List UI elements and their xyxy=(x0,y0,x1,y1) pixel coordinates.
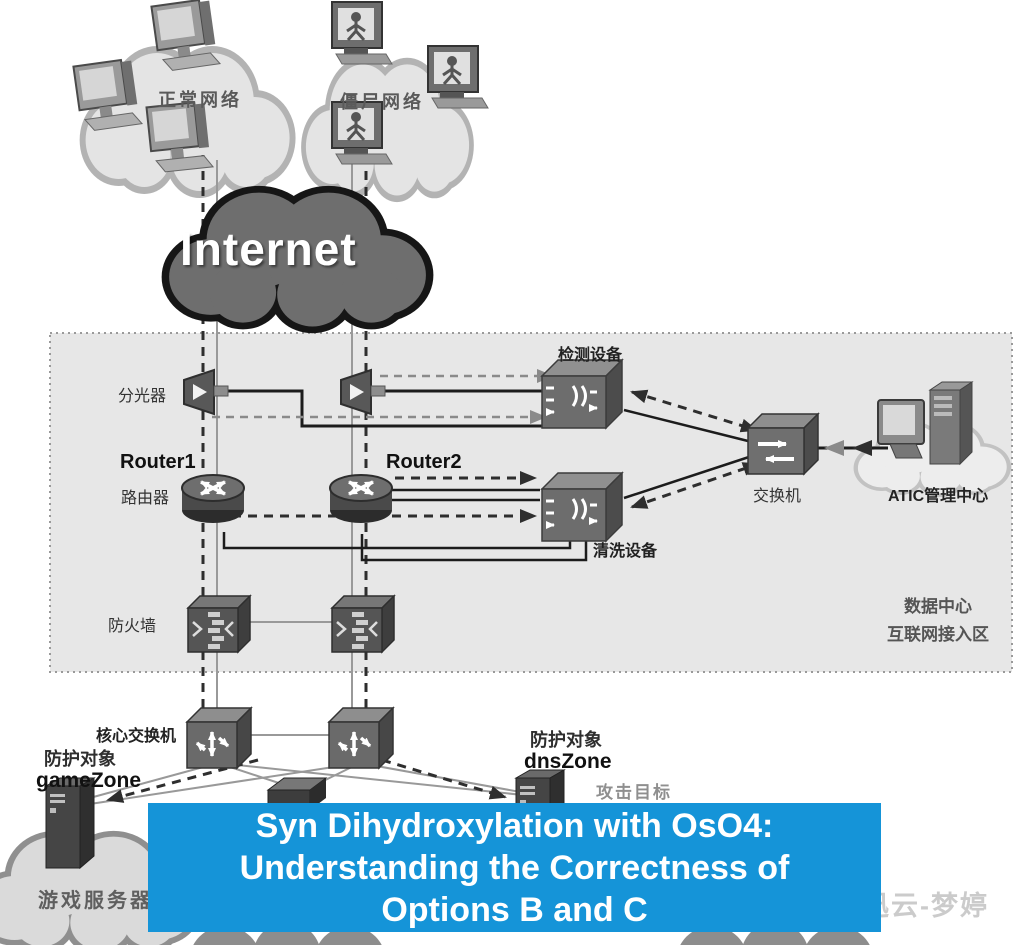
banner-line-3: Options B and C xyxy=(381,890,648,929)
switch-device xyxy=(748,414,818,474)
normal-network-label: 正常网络 xyxy=(158,90,242,110)
router1-device xyxy=(182,475,244,523)
watermark: 迅云-梦婷 xyxy=(862,891,989,921)
router2-label: Router2 xyxy=(386,451,462,473)
detection-device xyxy=(542,360,622,428)
core-switch-2 xyxy=(329,708,393,768)
dnszone-label: dnsZone xyxy=(524,750,612,773)
router-cn-label: 路由器 xyxy=(121,490,170,507)
atic-label: ATIC管理中心 xyxy=(888,488,989,505)
internet-label: Internet xyxy=(180,223,357,275)
datacenter-label-2: 互联网接入区 xyxy=(887,625,989,644)
zombie-network-label: 僵尸网络 xyxy=(340,92,424,112)
core-switch-1 xyxy=(187,708,251,768)
banner-line-1: Syn Dihydroxylation with OsO4: xyxy=(255,806,774,845)
banner-line-2: Understanding the Correctness of xyxy=(239,848,790,887)
title-banner: Syn Dihydroxylation with OsO4: Understan… xyxy=(148,803,881,932)
protect-right-title: 防护对象 xyxy=(530,730,602,750)
switch-label: 交换机 xyxy=(753,488,802,505)
router2-device xyxy=(330,475,392,523)
cleaning-device-label: 清洗设备 xyxy=(593,543,658,560)
bot-pc-icon xyxy=(330,0,394,66)
protect-left-title: 防护对象 xyxy=(44,749,116,769)
cleaning-device xyxy=(542,473,622,541)
router1-label: Router1 xyxy=(120,451,196,473)
core-switch-label: 核心交换机 xyxy=(96,728,177,745)
gamezone-label: gameZone xyxy=(36,769,142,792)
bot-pc-icon xyxy=(426,44,490,110)
firewall-2 xyxy=(330,594,396,654)
splitter-label: 分光器 xyxy=(118,388,167,405)
firewall-label: 防火墙 xyxy=(108,618,157,635)
attack-target-label: 攻击目标 xyxy=(596,783,672,802)
detection-device-label: 检测设备 xyxy=(558,347,623,364)
game-server-label: 游戏服务器 xyxy=(38,890,153,912)
firewall-1 xyxy=(186,594,252,654)
datacenter-label-1: 数据中心 xyxy=(904,597,972,616)
